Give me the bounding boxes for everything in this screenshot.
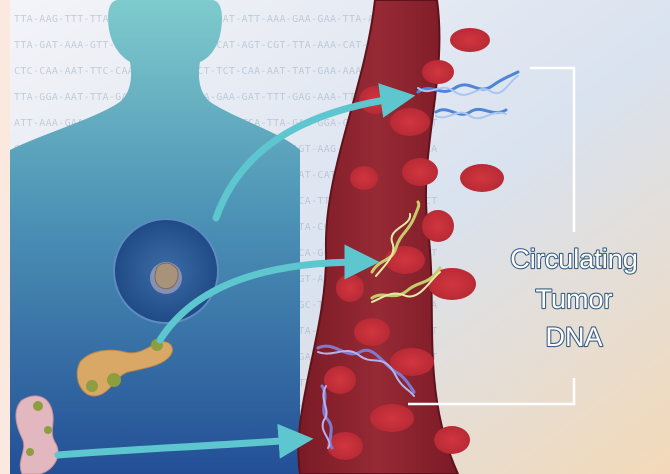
label-line-1: Circulating	[510, 244, 638, 274]
lung-tumor-site	[114, 219, 218, 323]
colon-organ	[16, 396, 58, 474]
label-line-2: Tumor	[535, 284, 612, 314]
label-line-3: DNA	[545, 322, 602, 352]
